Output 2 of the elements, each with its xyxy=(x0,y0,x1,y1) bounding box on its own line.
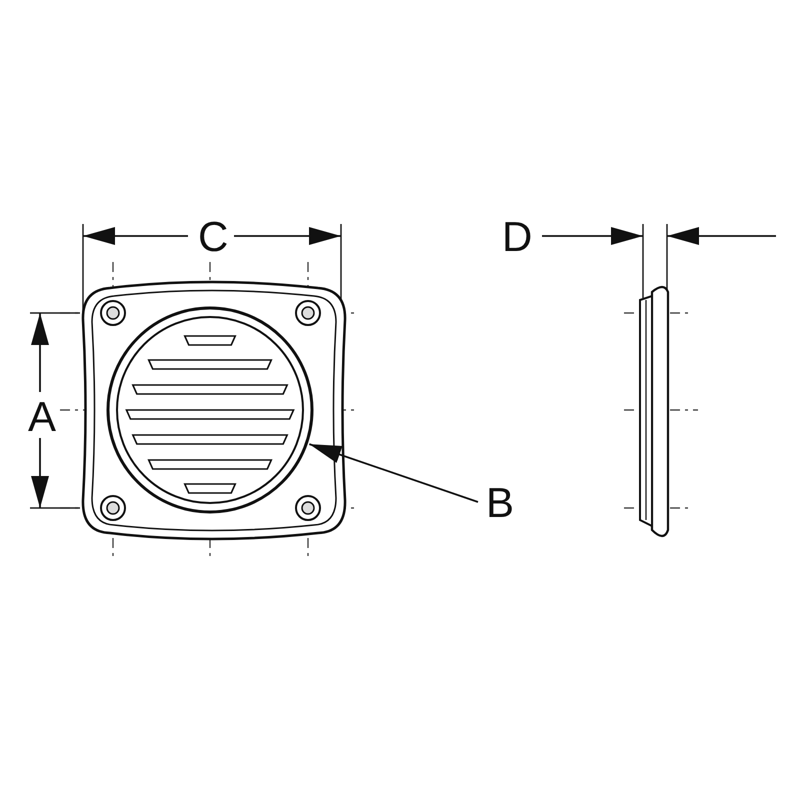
grille-ring xyxy=(106,306,314,514)
leader-line xyxy=(309,443,478,503)
